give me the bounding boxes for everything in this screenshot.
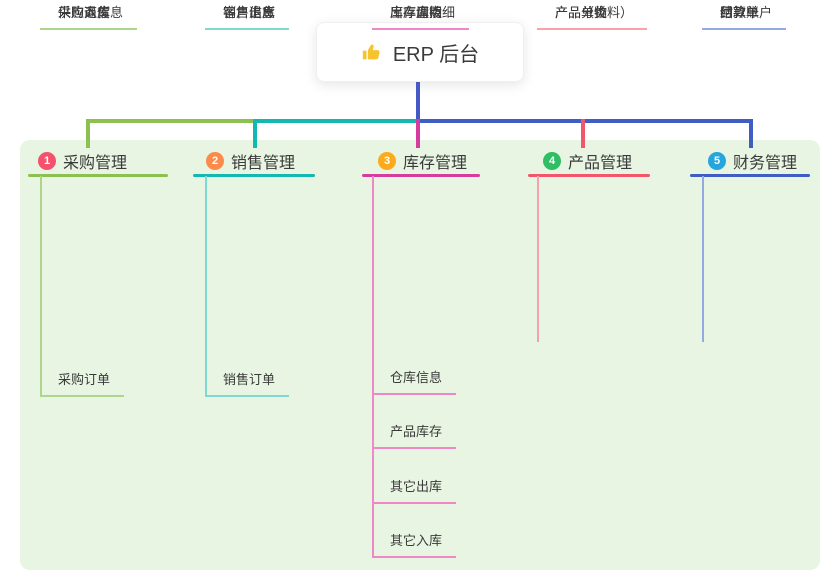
child-node[interactable]: 其它出库 — [372, 474, 457, 504]
branch-badge: 2 — [206, 152, 224, 170]
branch-underline — [528, 174, 650, 177]
branch-title[interactable]: 5 财务管理 — [708, 149, 797, 173]
branch-title[interactable]: 4 产品管理 — [543, 149, 632, 173]
branch-title-text: 财务管理 — [733, 155, 798, 172]
child-label: 库存盘点 — [390, 5, 443, 20]
child-label: 产品（物料） — [555, 5, 634, 20]
children-connector — [205, 176, 207, 397]
branch-title-text: 库存管理 — [403, 155, 468, 172]
drop-inventory — [416, 119, 420, 148]
child-node[interactable]: 其它入库 — [372, 528, 457, 558]
child-label: 库存调拨 — [390, 5, 443, 20]
child-label: 采购退货 — [58, 5, 111, 20]
child-label: 销售出库 — [223, 5, 276, 20]
child-label: 客户信息 — [223, 5, 276, 20]
children-connector — [702, 176, 704, 342]
drop-finance — [749, 119, 753, 148]
child-node[interactable]: 采购订单 — [40, 367, 125, 397]
branch-badge: 3 — [378, 152, 396, 170]
child-label: 其它出库 — [390, 479, 443, 494]
branch-title[interactable]: 3 库存管理 — [378, 149, 467, 173]
branch-title[interactable]: 1 采购管理 — [38, 149, 127, 173]
branch-underline — [193, 174, 315, 177]
child-label: 出库库明细 — [390, 5, 456, 20]
child-node[interactable]: 产品单位 — [537, 0, 622, 30]
child-label: 产品单位 — [555, 5, 608, 20]
branch-title-text: 采购管理 — [63, 155, 128, 172]
child-label: 销售订单 — [223, 372, 276, 387]
child-label: 回款单 — [720, 5, 760, 20]
branch-title[interactable]: 2 销售管理 — [206, 149, 295, 173]
children-connector — [537, 176, 539, 342]
bus-segment-teal — [253, 119, 417, 123]
branch-title-text: 产品管理 — [568, 155, 633, 172]
child-node[interactable]: 仓库信息 — [372, 365, 457, 395]
child-label: 付款单 — [720, 5, 760, 20]
child-label: 供应商信息 — [58, 5, 124, 20]
branch-underline — [690, 174, 810, 177]
drop-procurement — [86, 119, 90, 148]
branch-badge: 4 — [543, 152, 561, 170]
child-label: 采购入库 — [58, 5, 111, 20]
child-node[interactable]: 出库库明细 — [372, 0, 470, 30]
branch-title-text: 销售管理 — [231, 155, 296, 172]
bus-segment-green — [86, 119, 255, 123]
child-node[interactable]: 产品库存 — [372, 419, 457, 449]
child-label: 仓库信息 — [390, 370, 443, 385]
root-connector — [416, 82, 420, 123]
child-label: 采购订单 — [58, 372, 111, 387]
child-label: 其它入库 — [390, 533, 443, 548]
branch-underline — [362, 174, 480, 177]
children-connector — [40, 176, 42, 397]
root-title: ERP 后台 — [392, 43, 480, 66]
child-label: 产品库存 — [390, 424, 443, 439]
branch-underline — [28, 174, 168, 177]
child-node[interactable]: 销售订单 — [205, 367, 290, 397]
children-connector — [372, 176, 374, 558]
child-label: 结算账户 — [720, 5, 773, 20]
bus-segment-blue — [417, 119, 753, 123]
child-node[interactable]: 结算账户 — [702, 0, 787, 30]
branches-panel — [20, 140, 820, 570]
branch-badge: 5 — [708, 152, 726, 170]
child-node[interactable]: 供应商信息 — [40, 0, 138, 30]
child-node[interactable]: 客户信息 — [205, 0, 290, 30]
root-node[interactable]: ERP 后台 — [316, 22, 524, 82]
drop-product — [581, 119, 585, 148]
branch-badge: 1 — [38, 152, 56, 170]
drop-sales — [253, 119, 257, 148]
child-label: 产品分类 — [555, 5, 608, 20]
child-label: 销售退货 — [223, 5, 276, 20]
thumbs-up-icon — [361, 41, 383, 63]
